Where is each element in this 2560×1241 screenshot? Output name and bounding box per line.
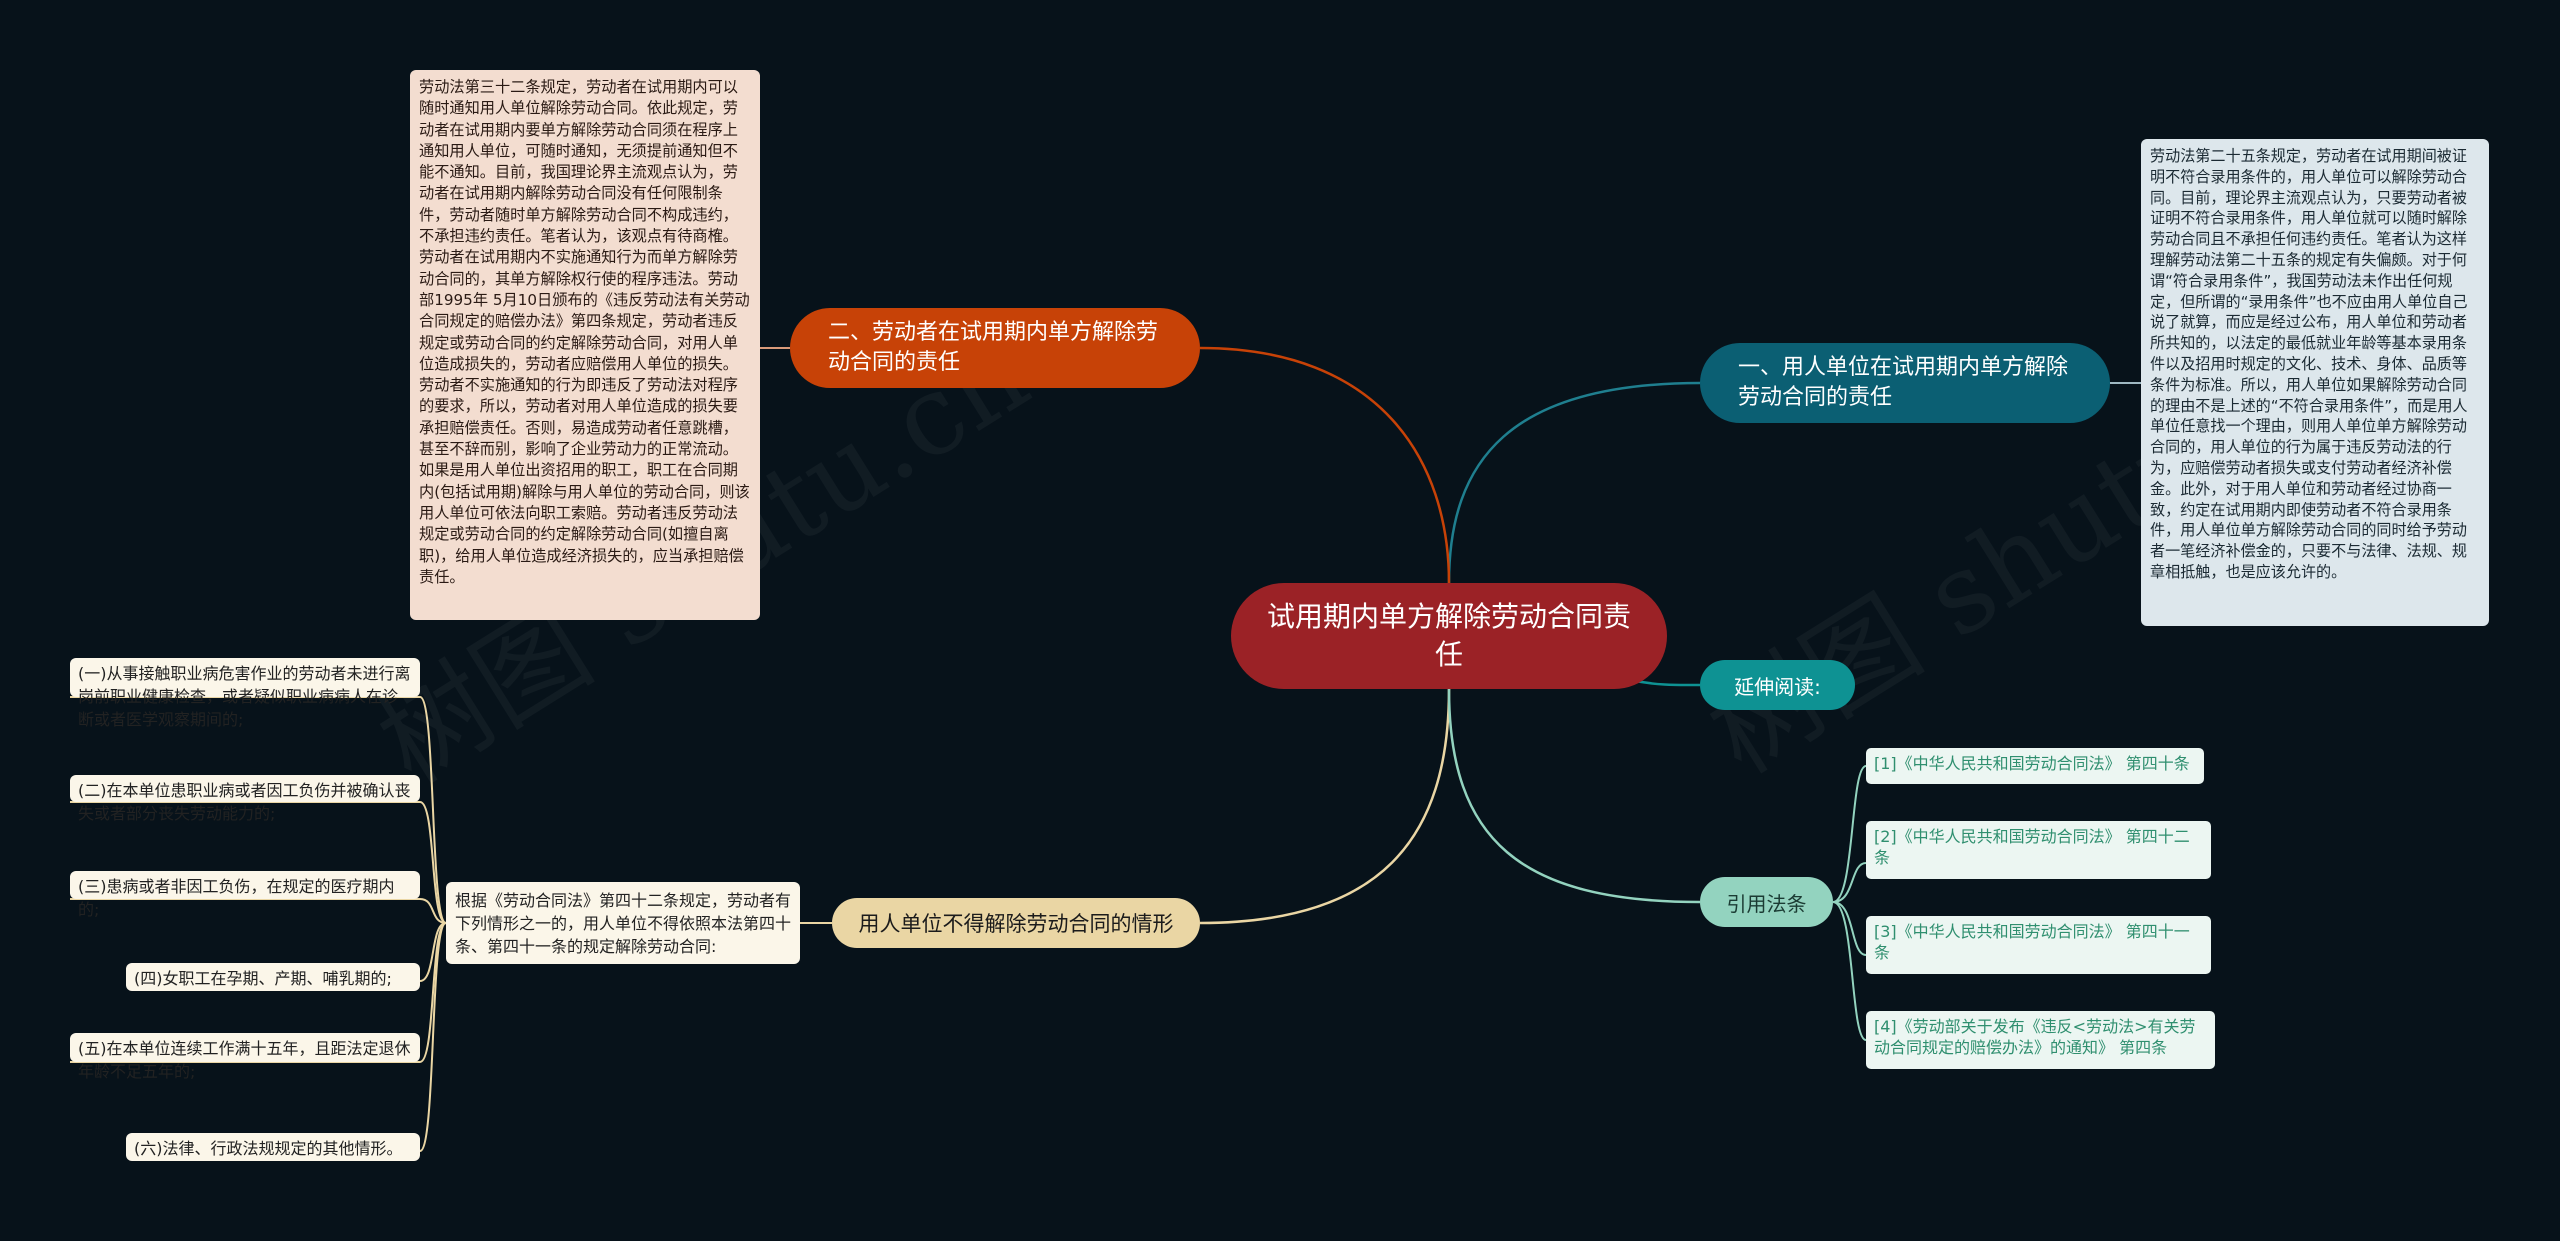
cited-law-ref-4[interactable]: [4]《劳动部关于发布《违反<劳动法>有关劳动合同规定的赔偿办法》的通知》 第四… [1866,1011,2215,1069]
branch-worker-liability[interactable]: 二、劳动者在试用期内单方解除劳动合同的责任 [790,308,1200,388]
branch-cited-laws[interactable]: 引用法条 [1700,877,1833,927]
connector-intro-to-leaf-1 [419,696,447,924]
connector-cited-to-ref-2 [1832,862,1867,903]
connector-intro-to-leaf-2 [419,801,447,924]
cannot-terminate-item-3: (三)患病或者非因工负伤，在规定的医疗期内的; [70,871,420,919]
cannot-terminate-item-1: (一)从事接触职业病危害作业的劳动者未进行离岗前职业健康检查，或者疑似职业病病人… [70,658,420,729]
connector-intro-to-leaf-4 [419,922,447,982]
connector-intro-to-leaf-6 [419,922,447,1152]
connector-cited-to-ref-1 [1832,765,1867,903]
cited-law-ref-2[interactable]: [2]《中华人民共和国劳动合同法》 第四十二条 [1866,821,2211,879]
connector-center-to-employer [1447,381,1701,584]
connector-center-to-cannot [1199,688,1451,925]
cannot-terminate-item-5: (五)在本单位连续工作满十五年，且距法定退休年龄不足五年的; [70,1033,420,1081]
employer-liability-text: 劳动法第二十五条规定，劳动者在试用期间被证明不符合录用条件的，用人单位可以解除劳… [2141,139,2489,626]
cited-law-ref-3[interactable]: [3]《中华人民共和国劳动合同法》 第四十一条 [1866,916,2211,974]
branch-cannot-terminate[interactable]: 用人单位不得解除劳动合同的情形 [832,898,1200,948]
cannot-terminate-item-4: (四)女职工在孕期、产期、哺乳期的; [126,963,420,991]
central-topic[interactable]: 试用期内单方解除劳动合同责任 [1231,583,1667,689]
connector-cited-to-ref-4 [1832,901,1867,1041]
cannot-terminate-intro: 根据《劳动合同法》第四十二条规定，劳动者有下列情形之一的，用人单位不得依照本法第… [446,882,800,964]
branch-employer-liability[interactable]: 一、用人单位在试用期内单方解除劳动合同的责任 [1700,343,2110,423]
cannot-terminate-item-6: (六)法律、行政法规规定的其他情形。 [126,1133,420,1161]
branch-extended-reading[interactable]: 延伸阅读: [1700,660,1855,710]
connector-cited-to-ref-3 [1832,901,1867,956]
cited-law-ref-1[interactable]: [1]《中华人民共和国劳动合同法》 第四十条 [1866,748,2204,784]
connector-center-to-cited [1447,688,1701,904]
connector-intro-to-leaf-3 [419,898,447,924]
connector-center-to-worker [1199,346,1451,584]
cannot-terminate-item-2: (二)在本单位患职业病或者因工负伤并被确认丧失或者部分丧失劳动能力的; [70,775,420,823]
worker-liability-text: 劳动法第三十二条规定，劳动者在试用期内可以随时通知用人单位解除劳动合同。依此规定… [410,70,760,620]
